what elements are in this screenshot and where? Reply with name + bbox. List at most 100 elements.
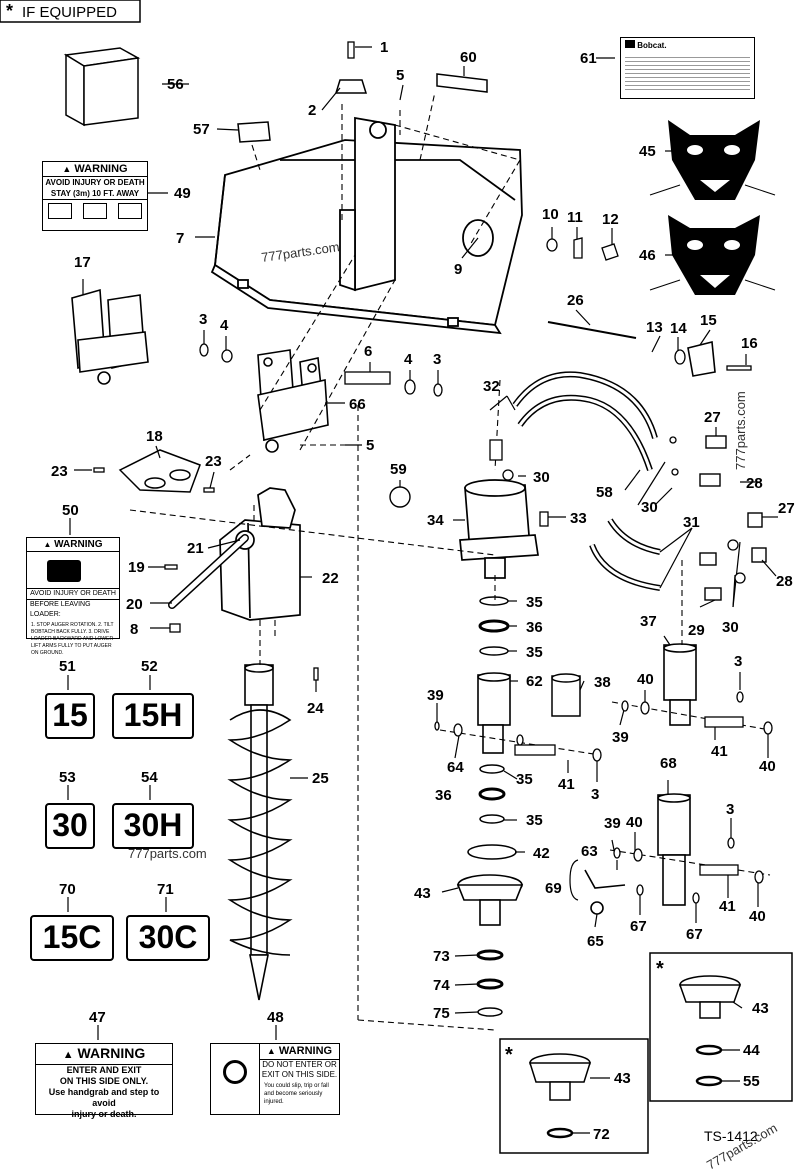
callout-52: 52 <box>141 658 158 675</box>
callout-62: 62 <box>526 673 543 690</box>
decal-30c: 30C <box>126 915 210 961</box>
warning-decal-48: ▲ WARNING DO NOT ENTER OR EXIT ON THIS S… <box>210 1043 340 1115</box>
callout-13: 13 <box>646 319 663 336</box>
callout-42: 42 <box>533 845 550 862</box>
callout-63: 63 <box>581 843 598 860</box>
loader-pictogram <box>27 552 119 589</box>
warning-icon: ▲ <box>62 1049 74 1061</box>
bracket-69 <box>569 859 579 901</box>
callout-8: 8 <box>130 621 138 638</box>
callout-74: 74 <box>433 977 450 994</box>
callout-69: 69 <box>545 880 562 897</box>
warning-47-line3: Use handgrab and step to avoid <box>48 1087 160 1108</box>
callout-30c: 30 <box>722 619 739 636</box>
callout-56: 56 <box>167 76 184 93</box>
decal-15h: 15H <box>112 693 194 739</box>
decal-15c: 15C <box>30 915 114 961</box>
callout-14: 14 <box>670 320 687 337</box>
person-icon <box>117 203 142 219</box>
callout-36a: 36 <box>526 619 543 636</box>
warning-47-line4: injury or death. <box>71 1109 137 1119</box>
callout-27b: 27 <box>778 500 795 517</box>
part-46-bobcat-decal <box>649 215 776 295</box>
callout-67b: 67 <box>686 926 703 943</box>
inset-box-bottom <box>499 1038 649 1154</box>
warning-49-icons <box>43 200 147 219</box>
callout-17: 17 <box>74 254 91 271</box>
loader-icon <box>47 560 81 582</box>
header-asterisk: * <box>6 1 13 21</box>
callout-12: 12 <box>602 211 619 228</box>
callout-43c: 43 <box>614 1070 631 1087</box>
warning-49-line1: AVOID INJURY OR DEATH <box>45 178 145 187</box>
part-25-auger <box>227 663 293 1001</box>
callout-9: 9 <box>454 261 462 278</box>
hardware <box>93 41 773 904</box>
warning-50-line1: AVOID INJURY OR DEATH <box>27 589 119 600</box>
bobcat-logo-icon <box>625 40 635 48</box>
callout-60: 60 <box>460 49 477 66</box>
callout-2: 2 <box>308 102 316 119</box>
plate-61-fine-print <box>625 54 750 92</box>
falling-person-icon <box>223 1060 247 1084</box>
callout-33: 33 <box>570 510 587 527</box>
warning-49-line2: STAY (3m) 10 FT. AWAY <box>43 188 147 200</box>
part-34-hydraulic-motor <box>459 479 539 579</box>
callout-43a: 43 <box>414 885 431 902</box>
callout-21: 21 <box>187 540 204 557</box>
callout-65: 65 <box>587 933 604 950</box>
callout-51: 51 <box>59 658 76 675</box>
callout-37: 37 <box>640 613 657 630</box>
part-66-mount-bracket <box>257 349 329 453</box>
callout-68: 68 <box>660 755 677 772</box>
callout-40d: 40 <box>749 908 766 925</box>
callout-50: 50 <box>62 502 79 519</box>
decal-30: 30 <box>45 803 95 849</box>
inset-asterisk-b: * <box>505 1044 513 1066</box>
callout-numbers: 1 2 5 60 61 56 57 45 49 7 10 11 12 9 46 … <box>51 39 795 1143</box>
decal-15: 15 <box>45 693 95 739</box>
watermark-2: 777parts.com <box>128 846 207 861</box>
fittings <box>389 435 767 601</box>
inset-asterisk-a: * <box>656 958 664 980</box>
warning-47-title: WARNING <box>77 1045 146 1061</box>
callout-3e: 3 <box>726 801 734 818</box>
callout-19: 19 <box>128 559 145 576</box>
callout-41c: 41 <box>719 898 736 915</box>
warning-decal-47: ▲ WARNING ENTER AND EXIT ON THIS SIDE ON… <box>35 1043 173 1119</box>
callout-40a: 40 <box>637 671 654 688</box>
callout-3c: 3 <box>734 653 742 670</box>
callout-35a: 35 <box>526 594 543 611</box>
callout-3d: 3 <box>591 786 599 803</box>
callout-26: 26 <box>567 292 584 309</box>
decal-30h: 30H <box>112 803 194 849</box>
part-2-bushing <box>334 79 368 94</box>
callout-15: 15 <box>700 312 717 329</box>
part-63-lock <box>584 869 626 915</box>
callout-41b: 41 <box>558 776 575 793</box>
callout-32: 32 <box>483 378 500 395</box>
part-15-clip <box>687 340 716 377</box>
warning-50-line2: BEFORE LEAVING LOADER: <box>30 601 91 618</box>
plate-61: Bobcat. <box>620 37 755 99</box>
callout-58: 58 <box>596 484 613 501</box>
callout-35d: 35 <box>526 812 543 829</box>
part-26-rod <box>547 321 637 339</box>
warning-icon: ▲ <box>266 1046 276 1056</box>
if-equipped-box <box>0 0 141 23</box>
part-56-carton <box>63 47 141 127</box>
callout-28a: 28 <box>746 475 763 492</box>
plate-61-brand: Bobcat. <box>637 41 667 50</box>
callout-70: 70 <box>59 881 76 898</box>
warning-48-line3: You could slip, trip or fall and become … <box>264 1083 329 1105</box>
callout-67a: 67 <box>630 918 647 935</box>
callout-7: 7 <box>176 230 184 247</box>
callout-27a: 27 <box>704 409 721 426</box>
warning-50-title: WARNING <box>54 539 103 550</box>
callout-31: 31 <box>683 514 700 531</box>
callout-10: 10 <box>542 206 559 223</box>
callout-6: 6 <box>364 343 372 360</box>
callout-3b: 3 <box>433 351 441 368</box>
callout-29: 29 <box>688 622 705 639</box>
inset-box-right <box>649 952 793 1102</box>
